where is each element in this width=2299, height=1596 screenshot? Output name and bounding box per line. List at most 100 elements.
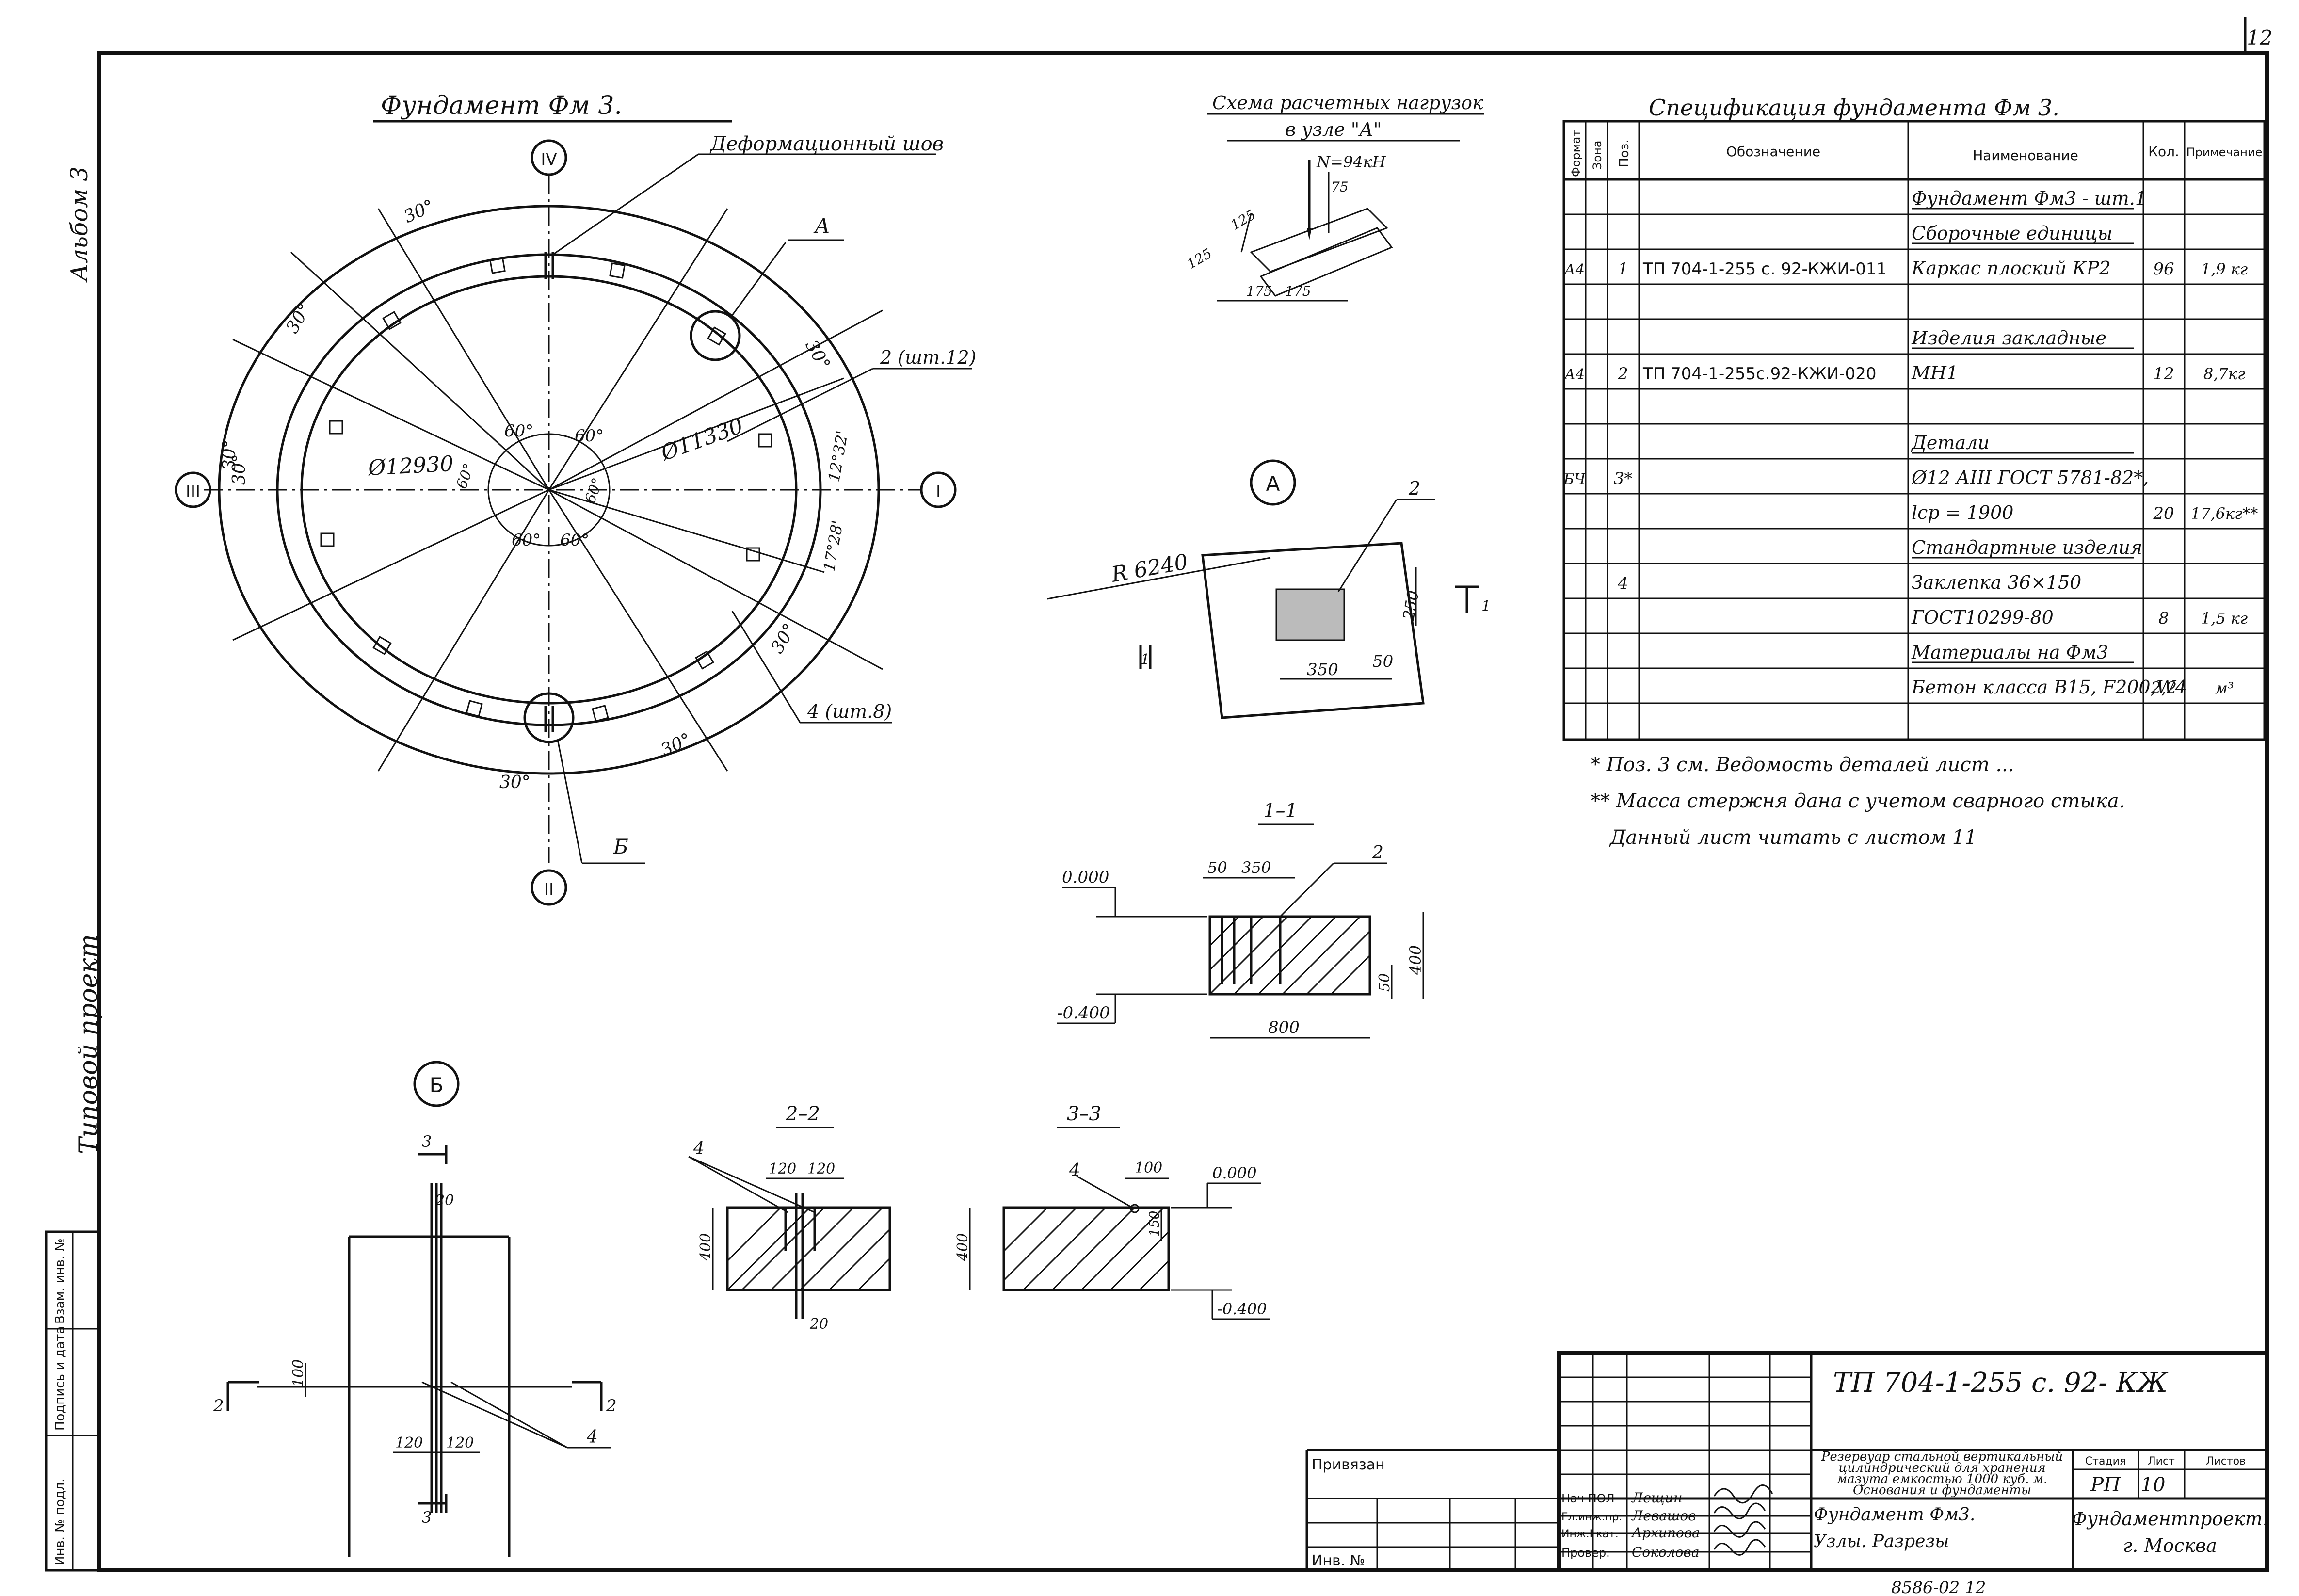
plan-title: Фундамент Фм 3. <box>381 91 622 120</box>
spec-cell-pos: 1 <box>1618 259 1628 279</box>
node-a-pos: 2 <box>1408 478 1420 499</box>
sheet-frame <box>97 51 2269 1572</box>
spec-cell-code: ТП 704-1-255 с. 92-КЖИ-011 <box>1642 259 1887 279</box>
spec-cell-qty: 96 <box>2153 259 2174 279</box>
spec-note-3: Данный лист читать с листом 11 <box>1609 826 1977 849</box>
sec11-pos: 2 <box>1372 843 1383 863</box>
inv-label: Инв. № <box>1312 1552 1365 1569</box>
spec-cell-note: м³ <box>2215 679 2234 697</box>
sec22-dim: 400 <box>697 1233 714 1261</box>
spec-cell-name: Изделия закладные <box>1911 327 2106 349</box>
sec33-dim: 150 <box>1146 1211 1162 1237</box>
person-name: Лещин <box>1631 1490 1682 1506</box>
specification: Спецификация фундамента Фм 3. Формат Зон… <box>1562 95 2266 849</box>
spec-cell-name: МН1 <box>1911 362 1958 384</box>
spec-cell-note: 8,7кг <box>2203 365 2245 383</box>
spec-cell-note: 17,6кг** <box>2191 504 2258 523</box>
stamp-inv-label: Инв. № подл. <box>53 1479 67 1565</box>
node-a-section: 1 <box>1141 651 1150 668</box>
stage-value: РП <box>2090 1474 2121 1496</box>
node-b-section: 2 <box>606 1396 617 1416</box>
sheet-number: 12 <box>2247 26 2272 49</box>
section-1-1: 1–1 2 0.000 -0.400 50 350 400 <box>1057 800 1425 1039</box>
axis-ii: II <box>544 880 554 899</box>
spec-cell-name: Каркас плоский КР2 <box>1911 258 2111 279</box>
load-scheme-title-1: Схема расчетных нагрузок <box>1212 92 1483 113</box>
org-name: Фундаментпроект. <box>2072 1508 2268 1530</box>
footer-code: 8586-02 12 <box>1891 1578 1986 1596</box>
node-a-section: 1 <box>1481 598 1491 615</box>
sec22-dim: 20 <box>809 1316 828 1333</box>
spec-header-code: Обозначение <box>1726 144 1820 160</box>
spec-cell-pos: 3* <box>1614 469 1633 488</box>
load-dim: 125 <box>1184 245 1215 272</box>
sheet-label: Лист <box>2148 1455 2175 1467</box>
role: Инж.I кат. <box>1561 1528 1619 1540</box>
load-dim: 175 <box>1285 283 1311 299</box>
sec22-dim: 120 <box>769 1161 796 1177</box>
angle-label: 60° <box>512 531 541 550</box>
sec11-title: 1–1 <box>1263 800 1298 822</box>
angle-label: 30° <box>229 454 249 485</box>
node-a-detail: А R 6240 2 250 350 50 1 1 <box>1047 459 1491 719</box>
spec-cell-note: 1,9 кг <box>2201 260 2248 278</box>
angle-label: 60° <box>453 461 478 491</box>
org-city: г. Москва <box>2123 1535 2217 1556</box>
spec-cell-qty: 2,2 <box>2150 678 2177 698</box>
node-b-dim: 120 <box>395 1435 423 1451</box>
deformation-joint-label: Деформационный шов <box>709 133 944 155</box>
section-3-3: 3–3 4 100 150 400 0.000 -0.400 <box>954 1103 1270 1320</box>
spec-cell-name: lср = 1900 <box>1912 502 2013 523</box>
spec-cell-code: ТП 704-1-255с.92-КЖИ-020 <box>1642 364 1877 384</box>
angle-label: 30° <box>801 337 834 373</box>
angle-label: 30° <box>499 773 531 792</box>
spec-cell-fmt: БЧ <box>1563 471 1586 488</box>
spec-header-pos: Поз. <box>1617 139 1632 167</box>
person-name: Архипова <box>1631 1525 1700 1541</box>
node-a-label: А <box>1266 472 1280 496</box>
sec33-level-top: 0.000 <box>1212 1164 1257 1182</box>
album-label: Альбом 3 <box>66 166 93 283</box>
spec-cell-qty: 20 <box>2153 504 2174 523</box>
spec-cell-note: 1,5 кг <box>2201 609 2248 628</box>
angle-label: 60° <box>504 421 533 441</box>
spec-header-zone: Зона <box>1591 141 1604 170</box>
stamp-sign-label: Подпись и дата <box>53 1326 67 1431</box>
load-value: N=94кН <box>1316 153 1386 171</box>
sheets-label: Листов <box>2206 1455 2246 1467</box>
person-name: Левашов <box>1631 1508 1696 1524</box>
node-a-callout: А <box>813 214 830 238</box>
angle-label: 30° <box>220 439 240 470</box>
stage-label: Стадия <box>2085 1455 2126 1467</box>
angle-label: 30° <box>401 196 437 227</box>
dia-inner: Ø11330 <box>657 413 746 466</box>
spec-header-format: Формат <box>1569 130 1583 177</box>
sec11-level-bottom: -0.400 <box>1057 1003 1110 1023</box>
spec-header-qty: Кол. <box>2148 144 2179 160</box>
node-a-radius: R 6240 <box>1109 549 1190 587</box>
sec11-dim: 50 <box>1207 858 1227 877</box>
role: Провер. <box>1561 1546 1610 1560</box>
sec11-dim: 50 <box>1376 973 1393 992</box>
sec22-title: 2–2 <box>785 1103 820 1125</box>
sec33-pos: 4 <box>1069 1161 1080 1180</box>
load-dim: 175 <box>1246 283 1272 299</box>
spec-cell-fmt: А4 <box>1563 366 1585 383</box>
role: Нач ПОЛ <box>1561 1492 1615 1505</box>
spec-cell-qty: 8 <box>2158 609 2169 628</box>
doc-code: ТП 704-1-255 с. 92- КЖ <box>1833 1367 2169 1399</box>
spec-cell-name: Фундамент Фм3 - шт.1 <box>1912 188 2147 209</box>
role: Гл.инж.пр. <box>1561 1511 1622 1523</box>
load-dim: 75 <box>1331 179 1349 195</box>
load-scheme: Схема расчетных нагрузок в узле "А" N=94… <box>1184 92 1484 302</box>
angle-label: 60° <box>582 476 607 506</box>
node-a-dim: 350 <box>1307 660 1338 679</box>
project-type-label: Типовой проект <box>74 934 103 1154</box>
sec11-dim: 400 <box>1406 945 1425 975</box>
dia-outer: Ø12930 <box>367 451 454 481</box>
node-b-section: 3 <box>422 1508 432 1527</box>
spec-header-note: Примечание <box>2186 145 2263 159</box>
small-angle: 12°32' <box>824 429 852 483</box>
sec33-dim: 400 <box>954 1233 971 1261</box>
